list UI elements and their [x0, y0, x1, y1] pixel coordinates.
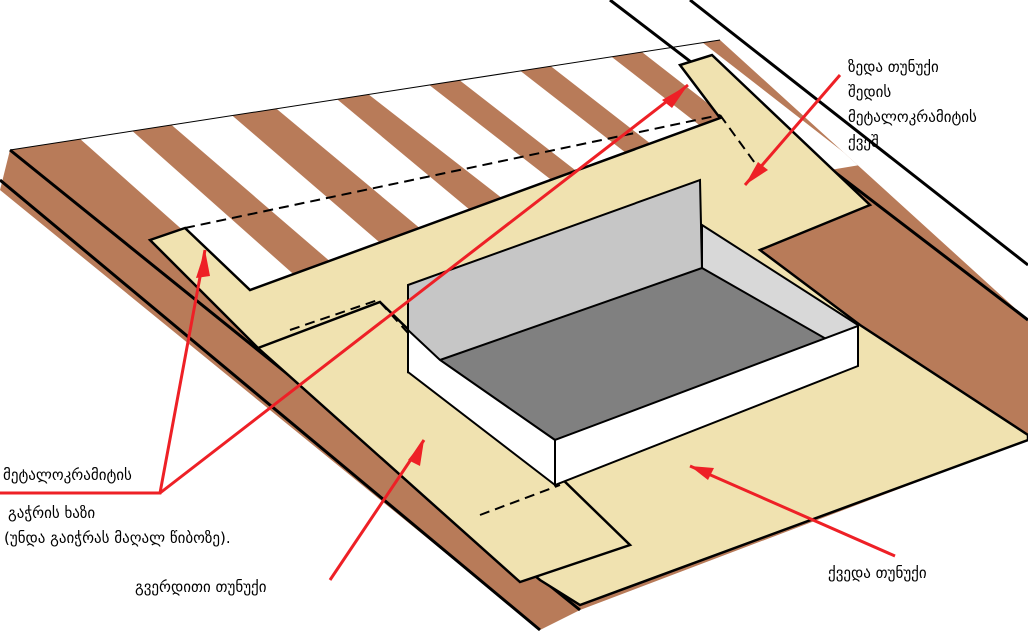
- svg-text:ქვეშ: ქვეშ: [848, 133, 879, 151]
- ridge-line: [9, 39, 721, 151]
- side-flashing: [255, 300, 633, 584]
- svg-text:მეტალოკრამიტის: მეტალოკრამიტის: [848, 108, 977, 126]
- label-bottom-flashing: ქვედა თუნუქი: [828, 564, 927, 582]
- svg-text:(უნდა გაიჭრას მაღალ წიბოზე).: (უნდა გაიჭრას მაღალ წიბოზე).: [4, 529, 231, 547]
- svg-text:ზედა თუნუქი: ზედა თუნუქი: [848, 58, 939, 76]
- svg-text:შედის: შედის: [848, 83, 891, 101]
- label-side-flashing: გვერდითი თუნუქი: [135, 578, 267, 596]
- skylight-box: [407, 178, 859, 488]
- svg-text:მეტალოკრამიტის: მეტალოკრამიტის: [3, 466, 132, 484]
- label-top-flashing: ზედა თუნუქი შედის მეტალოკრამიტის ქვეშ: [848, 58, 977, 151]
- svg-text:გაჭრის ხაზი: გაჭრის ხაზი: [8, 504, 95, 522]
- arrows: [0, 74, 896, 581]
- label-cut-line: მეტალოკრამიტის გაჭრის ხაზი (უნდა გაიჭრას…: [3, 466, 231, 547]
- left-wall: [407, 327, 556, 488]
